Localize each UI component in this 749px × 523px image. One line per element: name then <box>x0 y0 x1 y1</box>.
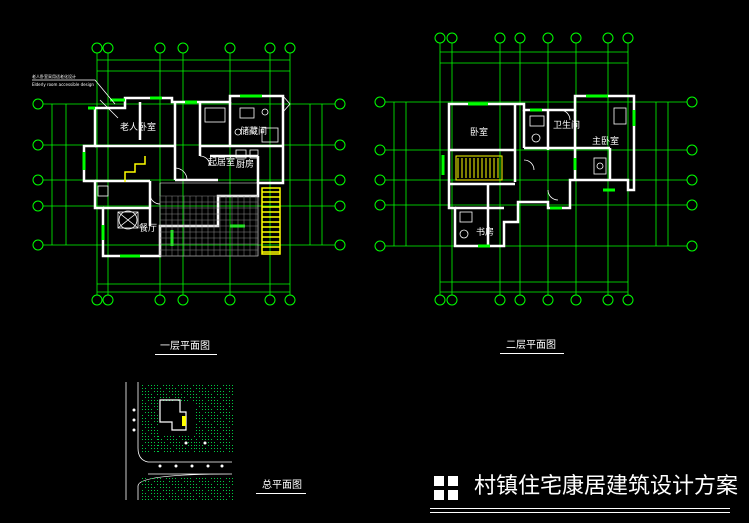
room-label-living: 起居室 <box>208 158 236 168</box>
site-plan-caption: 总平面图 <box>262 480 302 491</box>
title-underline-2 <box>430 512 730 513</box>
axis-bubbles <box>32 32 698 306</box>
title-underline <box>430 508 730 509</box>
second-floor-plan <box>441 94 636 248</box>
room-label-bedroom: 老人卧室 <box>120 123 157 133</box>
room-label-bedroom-a: 卧室 <box>470 128 489 138</box>
axis-grid-lines <box>43 43 687 295</box>
room-label-bath: 卫生间 <box>553 121 581 131</box>
room-label-kitchen: 厨房 <box>236 160 255 170</box>
site-plan-caption-underline <box>256 493 306 494</box>
title-block-logo <box>434 476 460 502</box>
first-floor-caption: 一层平面图 <box>160 341 210 352</box>
first-floor-caption-underline <box>155 354 217 355</box>
room-label-dining: 餐厅 <box>139 224 158 234</box>
annotation-line-2: Elderly room accessible design <box>32 82 94 87</box>
site-plan <box>125 382 233 500</box>
room-label-study: 书房 <box>476 228 495 238</box>
second-floor-caption-underline <box>500 353 564 354</box>
room-label-store: 储藏间 <box>240 127 268 137</box>
annotation-line-1: 老人卧室采用适老化设计 <box>32 74 76 79</box>
second-floor-caption: 二层平面图 <box>506 340 556 351</box>
drawing-title: 村镇住宅康居建筑设计方案 <box>474 474 739 499</box>
first-floor-plan <box>32 79 291 258</box>
room-label-bedroom-b: 主卧室 <box>592 137 620 147</box>
